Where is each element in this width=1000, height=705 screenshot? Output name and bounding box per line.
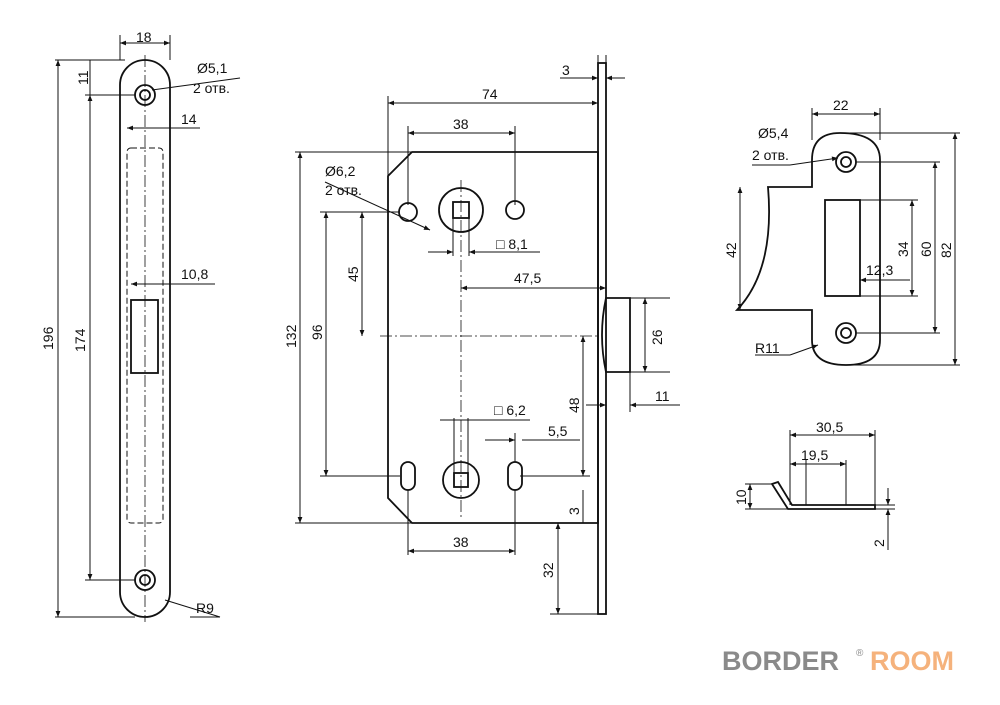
strike-profile: 30,5 19,5 10 2 [733, 419, 895, 550]
dim-thumb-offset: 5,5 [548, 423, 568, 439]
dim-hole-spacing: 174 [72, 328, 88, 352]
dim-slot-width: 10,8 [181, 266, 208, 282]
dim-profile-thickness: 2 [871, 539, 887, 547]
dim-hole-count: 2 отв. [193, 80, 230, 96]
dim-inner-width: 14 [181, 111, 197, 127]
dim-slot-height: 34 [895, 241, 911, 257]
dim-strike-hole-spacing: 60 [918, 241, 934, 257]
dim-lip-height: 42 [723, 242, 739, 258]
dim-strike-width: 22 [833, 97, 849, 113]
dim-mount-hole-count: 2 отв. [325, 182, 362, 198]
dim-backset-total: 74 [482, 86, 498, 102]
logo-reg: ® [856, 648, 864, 659]
dim-strike-hole-dia: Ø5,4 [758, 125, 789, 141]
logo-part1: BORDER [722, 646, 839, 676]
dim-thumb-square: □ 6,2 [494, 402, 526, 418]
dim-follower-offset: 45 [345, 266, 361, 282]
dim-follower-to-thumb: 48 [566, 397, 582, 413]
dim-profile-lip-height: 10 [733, 489, 749, 505]
dim-hole-dia: Ø5,1 [197, 60, 228, 76]
dim-strike-radius: R11 [755, 340, 780, 356]
dim-hole-offset: 11 [75, 70, 91, 85]
dim-hole-spacing-top: 38 [453, 116, 469, 132]
dim-strike-hole-count: 2 отв. [752, 147, 789, 163]
dim-strike-total-height: 82 [938, 242, 954, 258]
brand-logo: BORDER ® ROOM [722, 646, 954, 676]
dim-mount-spacing: 96 [309, 324, 325, 340]
strike-plate: 18 11 Ø5,1 2 отв. 14 10,8 196 174 R9 [40, 29, 241, 622]
dim-width: 18 [136, 29, 152, 45]
dim-slot-offset: 3 [566, 507, 582, 515]
dim-radius: R9 [196, 600, 214, 616]
dim-body-height: 132 [283, 324, 299, 348]
dim-profile-depth: 30,5 [816, 419, 843, 435]
dim-mount-hole-dia: Ø6,2 [325, 163, 356, 179]
dim-bottom-offset: 32 [540, 562, 556, 578]
dim-profile-lip-depth: 19,5 [801, 447, 828, 463]
dim-backset: 47,5 [514, 270, 541, 286]
dim-faceplate: 3 [562, 62, 570, 78]
dim-hole-spacing-bottom: 38 [453, 534, 469, 550]
dim-strike-slot-width: 12,3 [866, 262, 893, 278]
dim-follower-square: □ 8,1 [496, 236, 528, 252]
dim-latch-height: 26 [649, 329, 665, 345]
latch-strike: 22 Ø5,4 2 отв. 42 34 60 82 12,3 R11 [723, 97, 960, 366]
dim-latch-projection: 11 [655, 388, 670, 404]
dim-total-length: 196 [40, 326, 56, 350]
logo-part2: ROOM [870, 646, 954, 676]
lock-body: 3 74 38 Ø6,2 2 отв. 132 96 45 □ 8,1 47,5… [283, 55, 680, 615]
